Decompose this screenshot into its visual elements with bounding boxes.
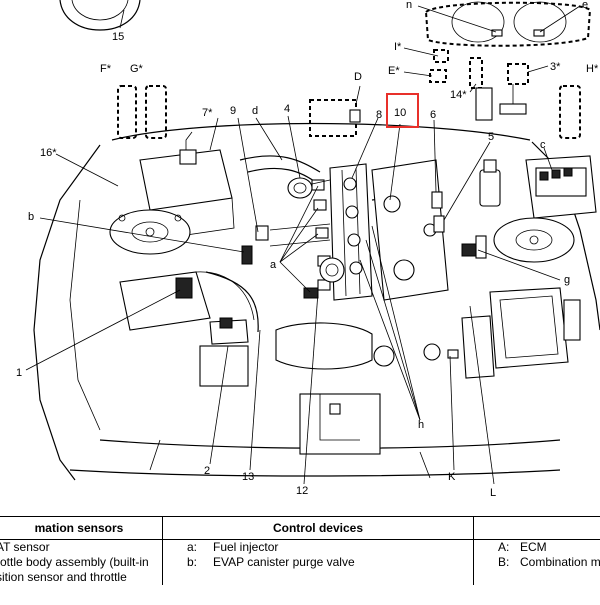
legend-device-cell: B:Combination m xyxy=(474,555,600,585)
legend-device-text: Combination m xyxy=(520,555,600,570)
legend-control-cell: a:Fuel injector xyxy=(163,540,474,556)
callout-8: 8 xyxy=(376,109,382,121)
legend-control-text: EVAP canister purge valve xyxy=(213,555,473,570)
callout-n: n xyxy=(406,0,412,11)
callout-L: L xyxy=(490,487,496,499)
callout-1: 1 xyxy=(16,367,22,379)
right-strut-tower xyxy=(494,218,574,262)
callout-10: 10 xyxy=(394,107,406,119)
callout-4: 4 xyxy=(284,103,290,115)
legend-control-key: b: xyxy=(163,555,213,570)
callout-E: E* xyxy=(388,65,400,77)
air-intake-left xyxy=(120,272,258,386)
brake-reservoir xyxy=(480,160,500,206)
callout-6: 6 xyxy=(430,109,436,121)
callout-I: I* xyxy=(394,41,402,53)
callout-13: 13 xyxy=(242,471,254,483)
legend-device-key: A: xyxy=(474,540,520,555)
callout-5: 5 xyxy=(488,131,494,143)
dashed-sensor-group xyxy=(430,50,528,120)
callout-F: F* xyxy=(100,63,112,75)
callout-12: 12 xyxy=(296,485,308,497)
combination-meter-cluster xyxy=(426,2,590,46)
callout-15: 15 xyxy=(112,31,124,43)
callout-7: 7* xyxy=(202,107,213,119)
callout-g: g xyxy=(564,274,570,286)
callout-c: c xyxy=(540,139,546,151)
legend-header-control: Control devices xyxy=(163,517,474,540)
legend-header-devices xyxy=(474,517,600,540)
legend-sensor-cell: rottle body assembly (built-in sition se… xyxy=(0,555,163,585)
ecm-unit xyxy=(462,288,580,378)
callout-16: 16* xyxy=(40,147,57,159)
callout-d: d xyxy=(252,105,258,117)
callout-2: 2 xyxy=(204,465,210,477)
callout-14: 14* xyxy=(450,89,467,101)
legend-sensor-cell: AT sensor xyxy=(0,540,163,556)
legend-control-cell: b:EVAP canister purge valve xyxy=(163,555,474,585)
callout-b: b xyxy=(28,211,34,223)
legend-table: mation sensors Control devices AT sensor… xyxy=(0,516,600,605)
legend-device-key: B: xyxy=(474,555,520,570)
callout-H: H* xyxy=(586,63,599,75)
legend-device-cell: A:ECM xyxy=(474,540,600,556)
callout-9: 9 xyxy=(230,105,236,117)
callout-G: G* xyxy=(130,63,144,75)
callout-a: a xyxy=(270,259,277,271)
front-radiator-area xyxy=(276,323,440,454)
callout-3: 3* xyxy=(550,61,561,73)
legend-control-text: Fuel injector xyxy=(213,540,473,555)
fuse-box xyxy=(526,156,596,218)
callout-h: h xyxy=(418,419,424,431)
callout-D: D xyxy=(354,71,362,83)
callout-K: K xyxy=(448,471,456,483)
dashed-module-D xyxy=(310,100,360,136)
legend-header-sensors: mation sensors xyxy=(0,517,163,540)
engine-compartment-diagram: n e 15 F* G* I* E* 3* H* 14* D 7* 9 d 4 … xyxy=(0,0,600,515)
callout-e: e xyxy=(582,0,588,11)
component-15-shape xyxy=(60,0,140,30)
legend-device-text: ECM xyxy=(520,540,600,555)
legend-control-key: a: xyxy=(163,540,213,555)
